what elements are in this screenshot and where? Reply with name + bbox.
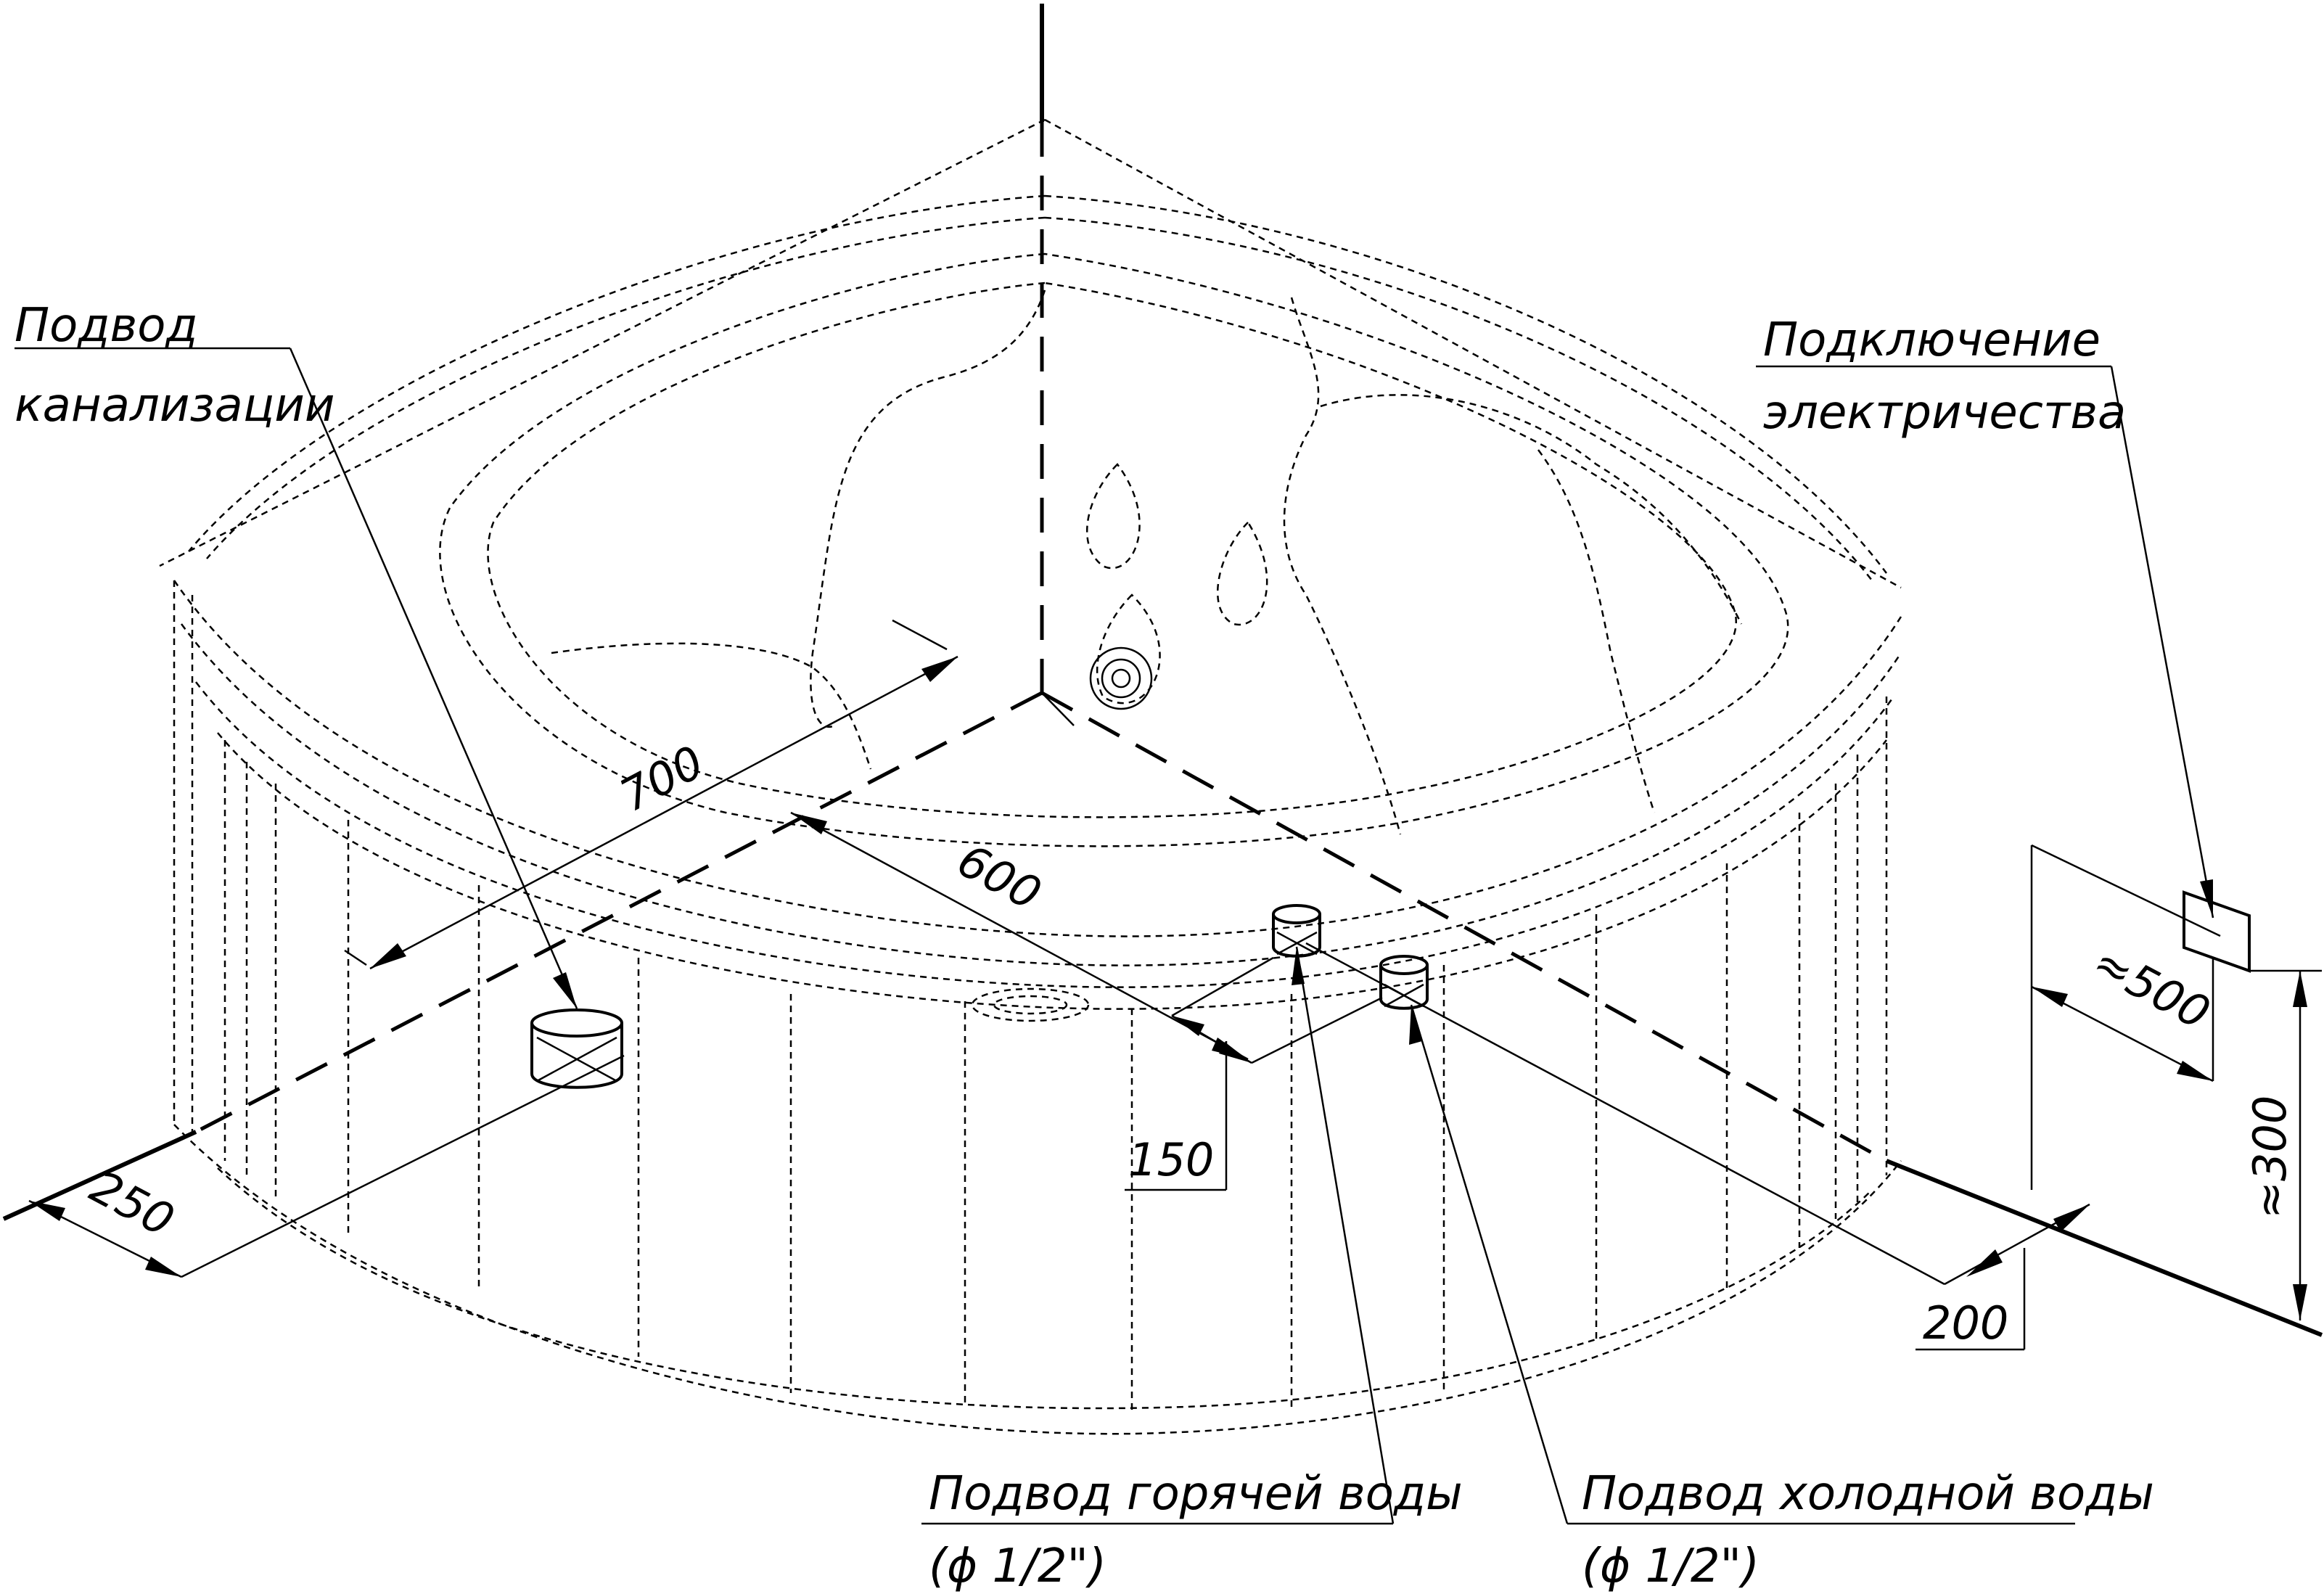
electric-label-line2: электричества — [1763, 386, 2126, 440]
dimension-200 — [1305, 942, 2090, 1351]
dimension-250 — [28, 1054, 625, 1278]
hot-water-label-line2: (ϕ 1/2") — [929, 1540, 1106, 1593]
dimension-300 — [2249, 969, 2322, 1320]
hot-water-label-line1: Подвод горячей воды — [929, 1467, 1463, 1521]
dim-200-label: 200 — [1923, 1297, 2008, 1349]
drain-label-line1: Подвод — [15, 299, 198, 353]
electric-socket — [2183, 890, 2251, 973]
dim-300-label: ≈300 — [2243, 1096, 2296, 1219]
bathtub-outline — [159, 118, 1902, 1435]
electric-label-line1: Подключение — [1763, 313, 2101, 367]
dim-600-label: 600 — [949, 834, 1050, 921]
dim-150-label: 150 — [1128, 1133, 1214, 1186]
drain-label-line2: канализации — [15, 379, 334, 432]
cold-water-label-line2: (ϕ 1/2") — [1582, 1540, 1760, 1593]
drain-pipe — [530, 1008, 623, 1089]
dimension-500 — [2030, 844, 2221, 1190]
cold-water-label-line1: Подвод холодной воды — [1582, 1467, 2154, 1521]
dim-700-label: 700 — [612, 735, 713, 822]
leader-lines — [15, 347, 2214, 1525]
dimension-700 — [344, 619, 958, 970]
dimension-150 — [1125, 956, 1383, 1191]
